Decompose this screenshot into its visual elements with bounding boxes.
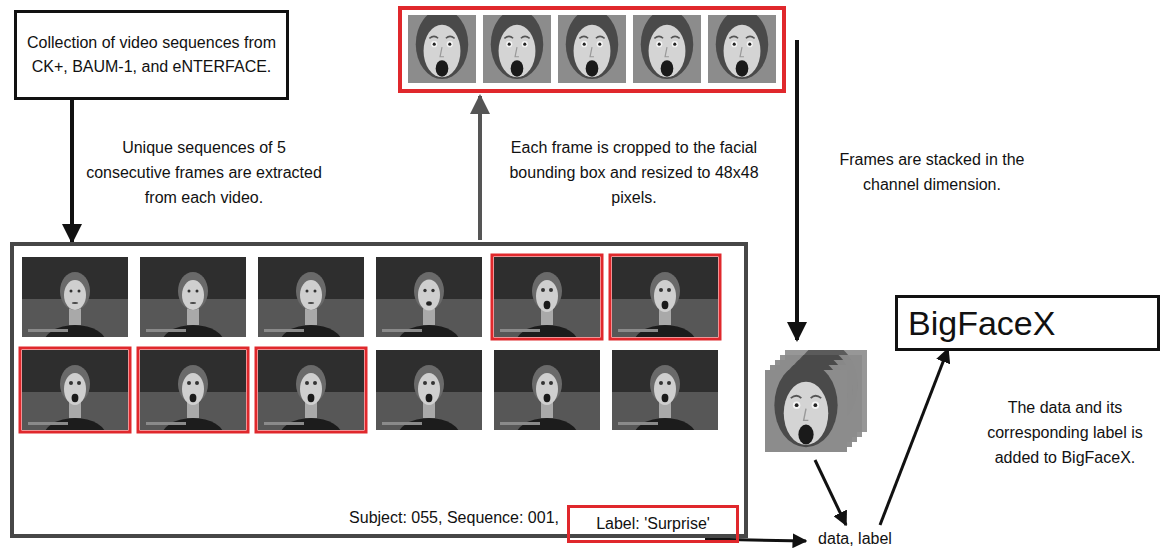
edge-note: Unique sequences of 5 consecutive frames… xyxy=(86,135,322,210)
crop-arrow xyxy=(478,96,482,240)
annotation-text: The data and its corresponding label is … xyxy=(987,399,1143,466)
cropped-face xyxy=(408,9,476,83)
node-text: Collection of video sequences from CK+, … xyxy=(23,31,280,79)
video-frame xyxy=(494,350,600,458)
selected-frame-outline xyxy=(492,255,602,339)
stack-note: Frames are stacked in the channel dimens… xyxy=(822,147,1042,197)
dataset-arrow xyxy=(880,349,948,525)
video-frame xyxy=(612,257,718,365)
cropped-face xyxy=(708,9,776,83)
video-frame xyxy=(22,350,128,458)
frames-panel: Subject: 055, Sequence: 001, Label: 'Surp… xyxy=(10,242,748,538)
video-frame xyxy=(612,350,718,458)
node-text: BigFaceX xyxy=(908,302,1055,344)
stacked-face xyxy=(765,363,847,452)
annotation-text: Each frame is cropped to the facial boun… xyxy=(509,139,758,206)
selected-frame-outline xyxy=(138,348,248,432)
dataset-note: The data and its corresponding label is … xyxy=(965,395,1165,470)
video-frame xyxy=(494,257,600,365)
data-arrow xyxy=(815,460,846,525)
annotation-text: Frames are stacked in the channel dimens… xyxy=(840,151,1025,193)
source-box: Collection of video sequences from CK+, … xyxy=(14,10,289,100)
label-box: Label: 'Surprise' xyxy=(567,505,739,543)
edge-label: Unique sequences of 5 consecutive frames… xyxy=(86,139,322,206)
cropped-face xyxy=(633,9,701,83)
dataset-box: BigFaceX xyxy=(895,295,1160,351)
crop-note: Each frame is cropped to the facial boun… xyxy=(500,135,768,210)
annotation-text: data, label xyxy=(818,530,892,547)
video-frames xyxy=(20,255,720,458)
cropped-frames xyxy=(400,8,784,91)
node-text: Subject: 055, Sequence: 001, xyxy=(349,508,559,528)
stack-arrow xyxy=(795,40,799,340)
video-frame xyxy=(258,350,364,458)
stacked-frames xyxy=(765,343,867,452)
crop-outline xyxy=(400,8,784,91)
video-frame xyxy=(140,350,246,458)
flow-arrow xyxy=(70,100,74,242)
selected-frame-outline xyxy=(256,348,366,432)
video-frame xyxy=(376,350,482,458)
cropped-face xyxy=(483,9,551,83)
cropped-face xyxy=(558,9,626,83)
data-label-note: data, label xyxy=(810,526,900,551)
node-text: Label: 'Surprise' xyxy=(596,514,710,534)
selected-frame-outline xyxy=(20,348,130,432)
video-frame xyxy=(376,257,482,365)
selected-frame-outline xyxy=(610,255,720,339)
